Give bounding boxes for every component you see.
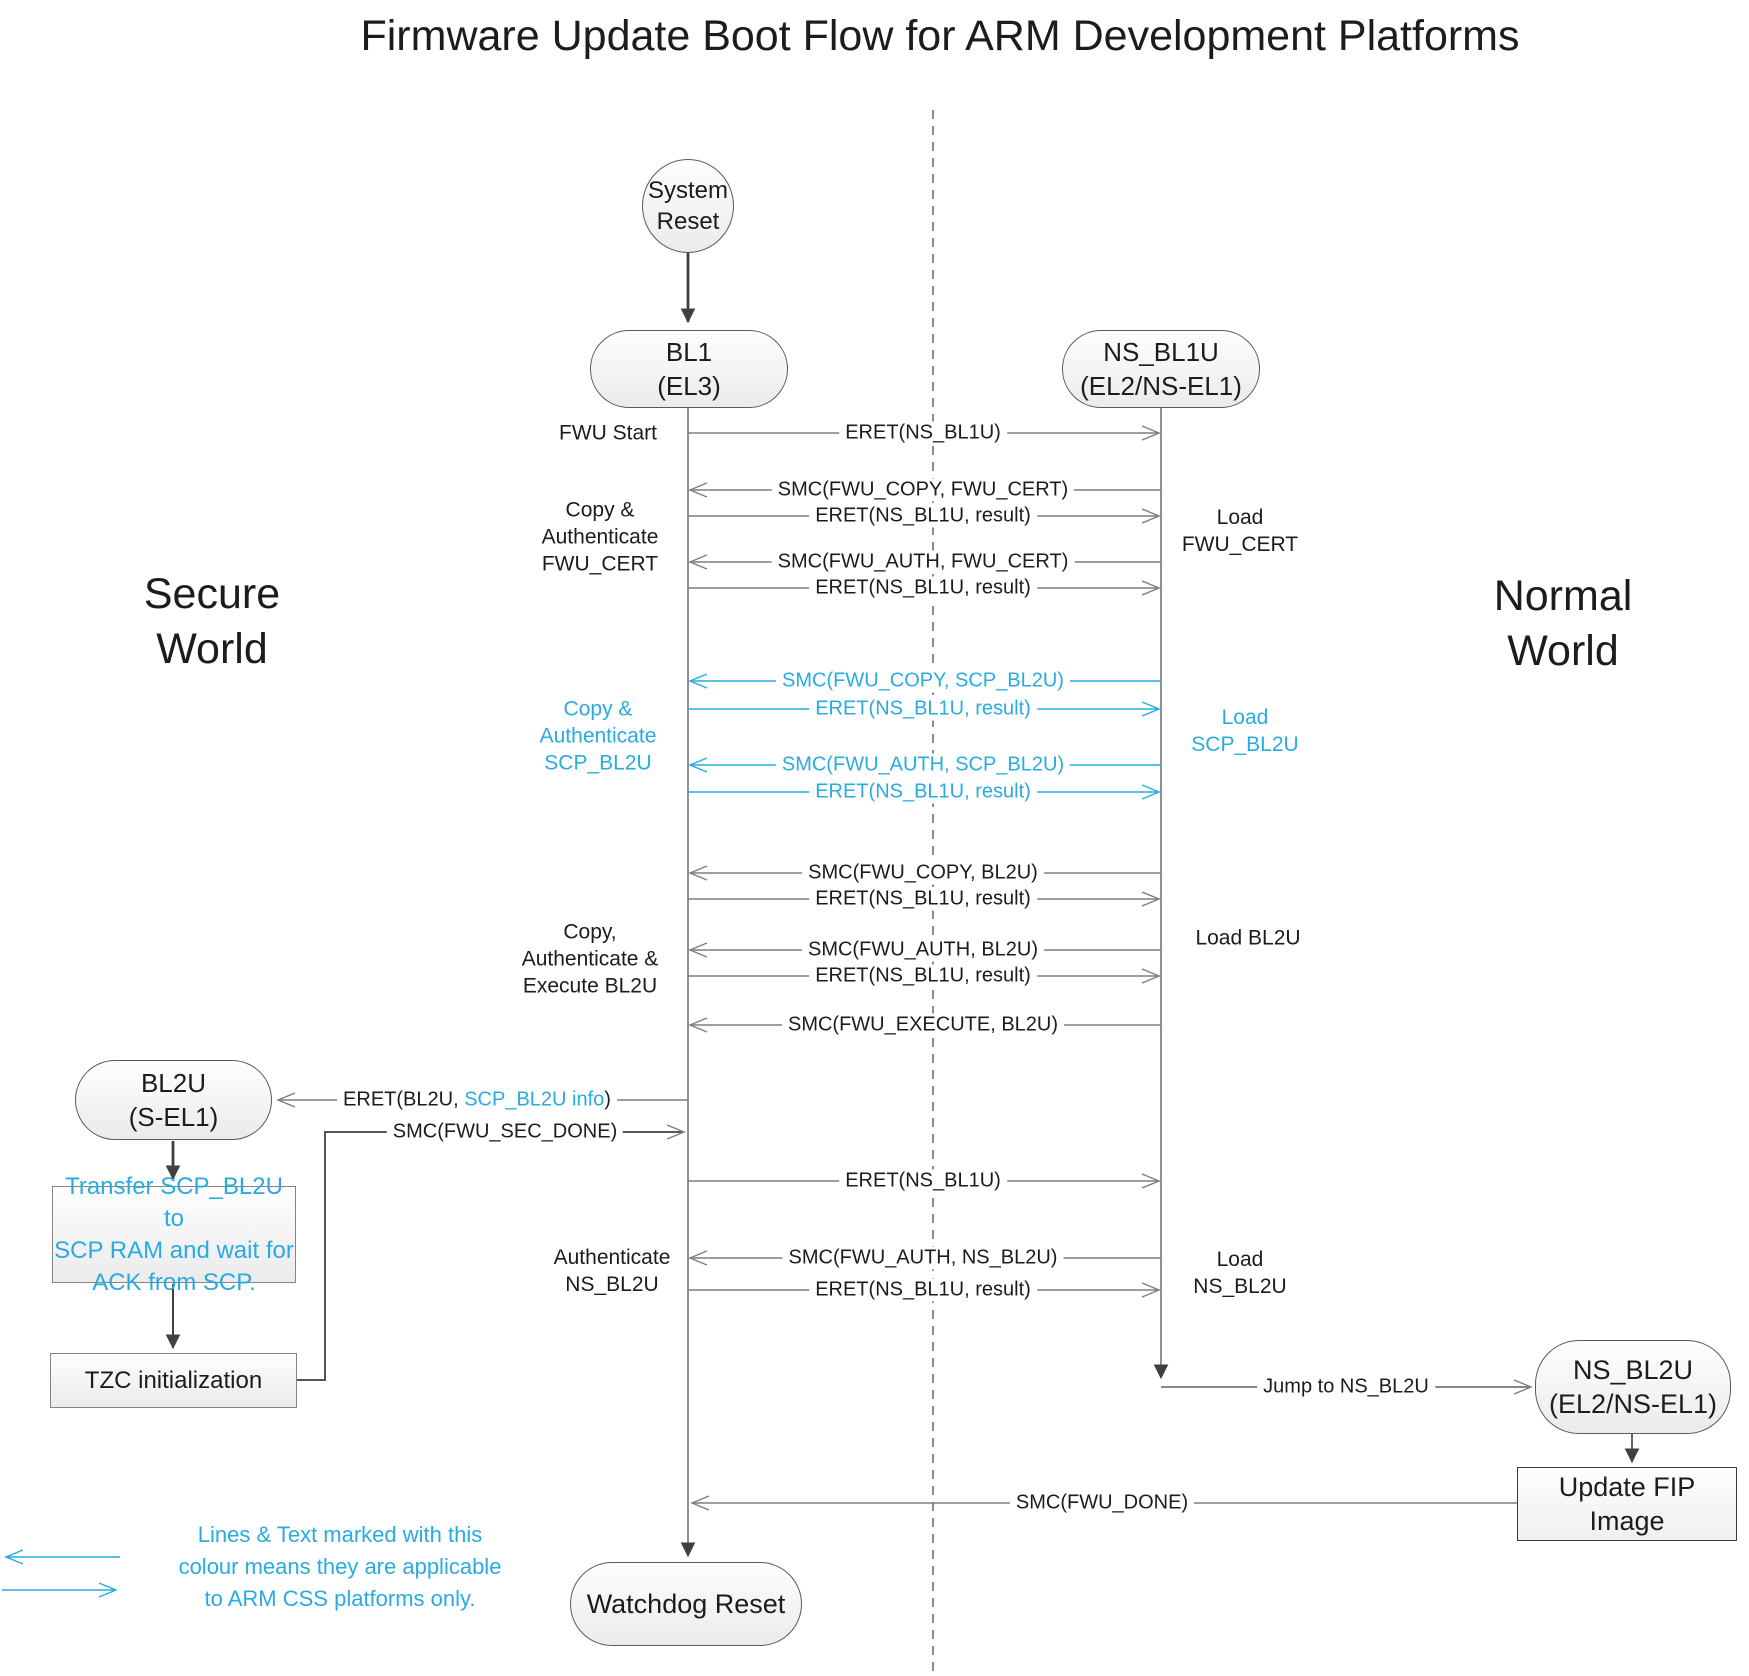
msg-eret-ns-bl1u-2: ERET(NS_BL1U) xyxy=(839,1169,1007,1193)
annotation-copy-auth-scp-bl2u: Copy & Authenticate SCP_BL2U xyxy=(539,697,657,775)
msg-smc-fwu-auth-fwu-cert: SMC(FWU_AUTH, FWU_CERT) xyxy=(771,550,1075,574)
normal-world-label: Normal World xyxy=(1493,572,1633,675)
msg-eret-ns-bl1u-result-css: ERET(NS_BL1U, result) xyxy=(809,780,1037,804)
msg-eret-ns-bl1u-result: ERET(NS_BL1U, result) xyxy=(809,576,1037,600)
msg-smc-fwu-auth-bl2u: SMC(FWU_AUTH, BL2U) xyxy=(801,938,1045,962)
legend-css-note: Lines & Text marked with this colour mea… xyxy=(178,1522,502,1611)
annotation-load-ns-bl2u: Load NS_BL2U xyxy=(1193,1248,1287,1298)
node-bl2u: BL2U (S-EL1) xyxy=(75,1060,272,1140)
msg-eret-bl2u-scp-bl2u-info: ERET(BL2U, SCP_BL2U info) xyxy=(337,1088,617,1112)
node-update-fip-image: Update FIP Image xyxy=(1517,1467,1737,1541)
node-tzc-initialization: TZC initialization xyxy=(50,1353,297,1408)
node-ns-bl2u: NS_BL2U (EL2/NS-EL1) xyxy=(1535,1340,1731,1434)
secure-world-label: Secure World xyxy=(143,570,281,673)
msg-eret-ns-bl1u-result: ERET(NS_BL1U, result) xyxy=(809,504,1037,528)
msg-part-highlight: SCP_BL2U info xyxy=(464,1088,605,1111)
msg-eret-ns-bl1u-result-css: ERET(NS_BL1U, result) xyxy=(809,697,1037,721)
msg-smc-fwu-copy-scp-bl2u: SMC(FWU_COPY, SCP_BL2U) xyxy=(776,669,1070,693)
annotation-fwu-start: FWU Start xyxy=(559,421,657,445)
msg-smc-fwu-done: SMC(FWU_DONE) xyxy=(1009,1491,1195,1515)
annotation-load-bl2u: Load BL2U xyxy=(1195,926,1301,950)
msg-eret-ns-bl1u-result: ERET(NS_BL1U, result) xyxy=(809,964,1037,988)
msg-eret-ns-bl1u-result: ERET(NS_BL1U, result) xyxy=(809,1278,1037,1302)
msg-smc-fwu-auth-scp-bl2u: SMC(FWU_AUTH, SCP_BL2U) xyxy=(775,753,1071,777)
annotation-copy-auth-fwu-cert: Copy & Authenticate FWU_CERT xyxy=(541,498,659,576)
msg-jump-to-ns-bl2u: Jump to NS_BL2U xyxy=(1257,1375,1435,1399)
msg-part-suffix: ) xyxy=(604,1088,611,1111)
node-bl1: BL1 (EL3) xyxy=(590,330,788,408)
annotation-load-scp-bl2u: Load SCP_BL2U xyxy=(1191,706,1299,756)
msg-smc-fwu-copy-fwu-cert: SMC(FWU_COPY, FWU_CERT) xyxy=(771,478,1075,502)
msg-eret-ns-bl1u: ERET(NS_BL1U) xyxy=(839,421,1007,445)
msg-eret-ns-bl1u-result: ERET(NS_BL1U, result) xyxy=(809,887,1037,911)
msg-smc-fwu-execute-bl2u: SMC(FWU_EXECUTE, BL2U) xyxy=(781,1013,1065,1037)
msg-smc-fwu-copy-bl2u: SMC(FWU_COPY, BL2U) xyxy=(802,861,1044,885)
diagram-title: Firmware Update Boot Flow for ARM Develo… xyxy=(360,12,1520,60)
annotation-authenticate-ns-bl2u: Authenticate NS_BL2U xyxy=(553,1246,671,1296)
msg-smc-fwu-auth-ns-bl2u: SMC(FWU_AUTH, NS_BL2U) xyxy=(782,1246,1064,1270)
node-system-reset: System Reset xyxy=(642,159,734,253)
node-transfer-scp-bl2u: Transfer SCP_BL2U to SCP RAM and wait fo… xyxy=(52,1173,296,1296)
annotation-copy-auth-exec-bl2u: Copy, Authenticate & Execute BL2U xyxy=(521,920,659,998)
node-watchdog-reset: Watchdog Reset xyxy=(570,1562,802,1646)
node-ns-bl1u: NS_BL1U (EL2/NS-EL1) xyxy=(1062,330,1260,408)
msg-smc-fwu-sec-done: SMC(FWU_SEC_DONE) xyxy=(386,1120,624,1144)
msg-part-prefix: ERET(BL2U, xyxy=(343,1088,465,1111)
annotation-load-fwu-cert: Load FWU_CERT xyxy=(1181,506,1299,556)
